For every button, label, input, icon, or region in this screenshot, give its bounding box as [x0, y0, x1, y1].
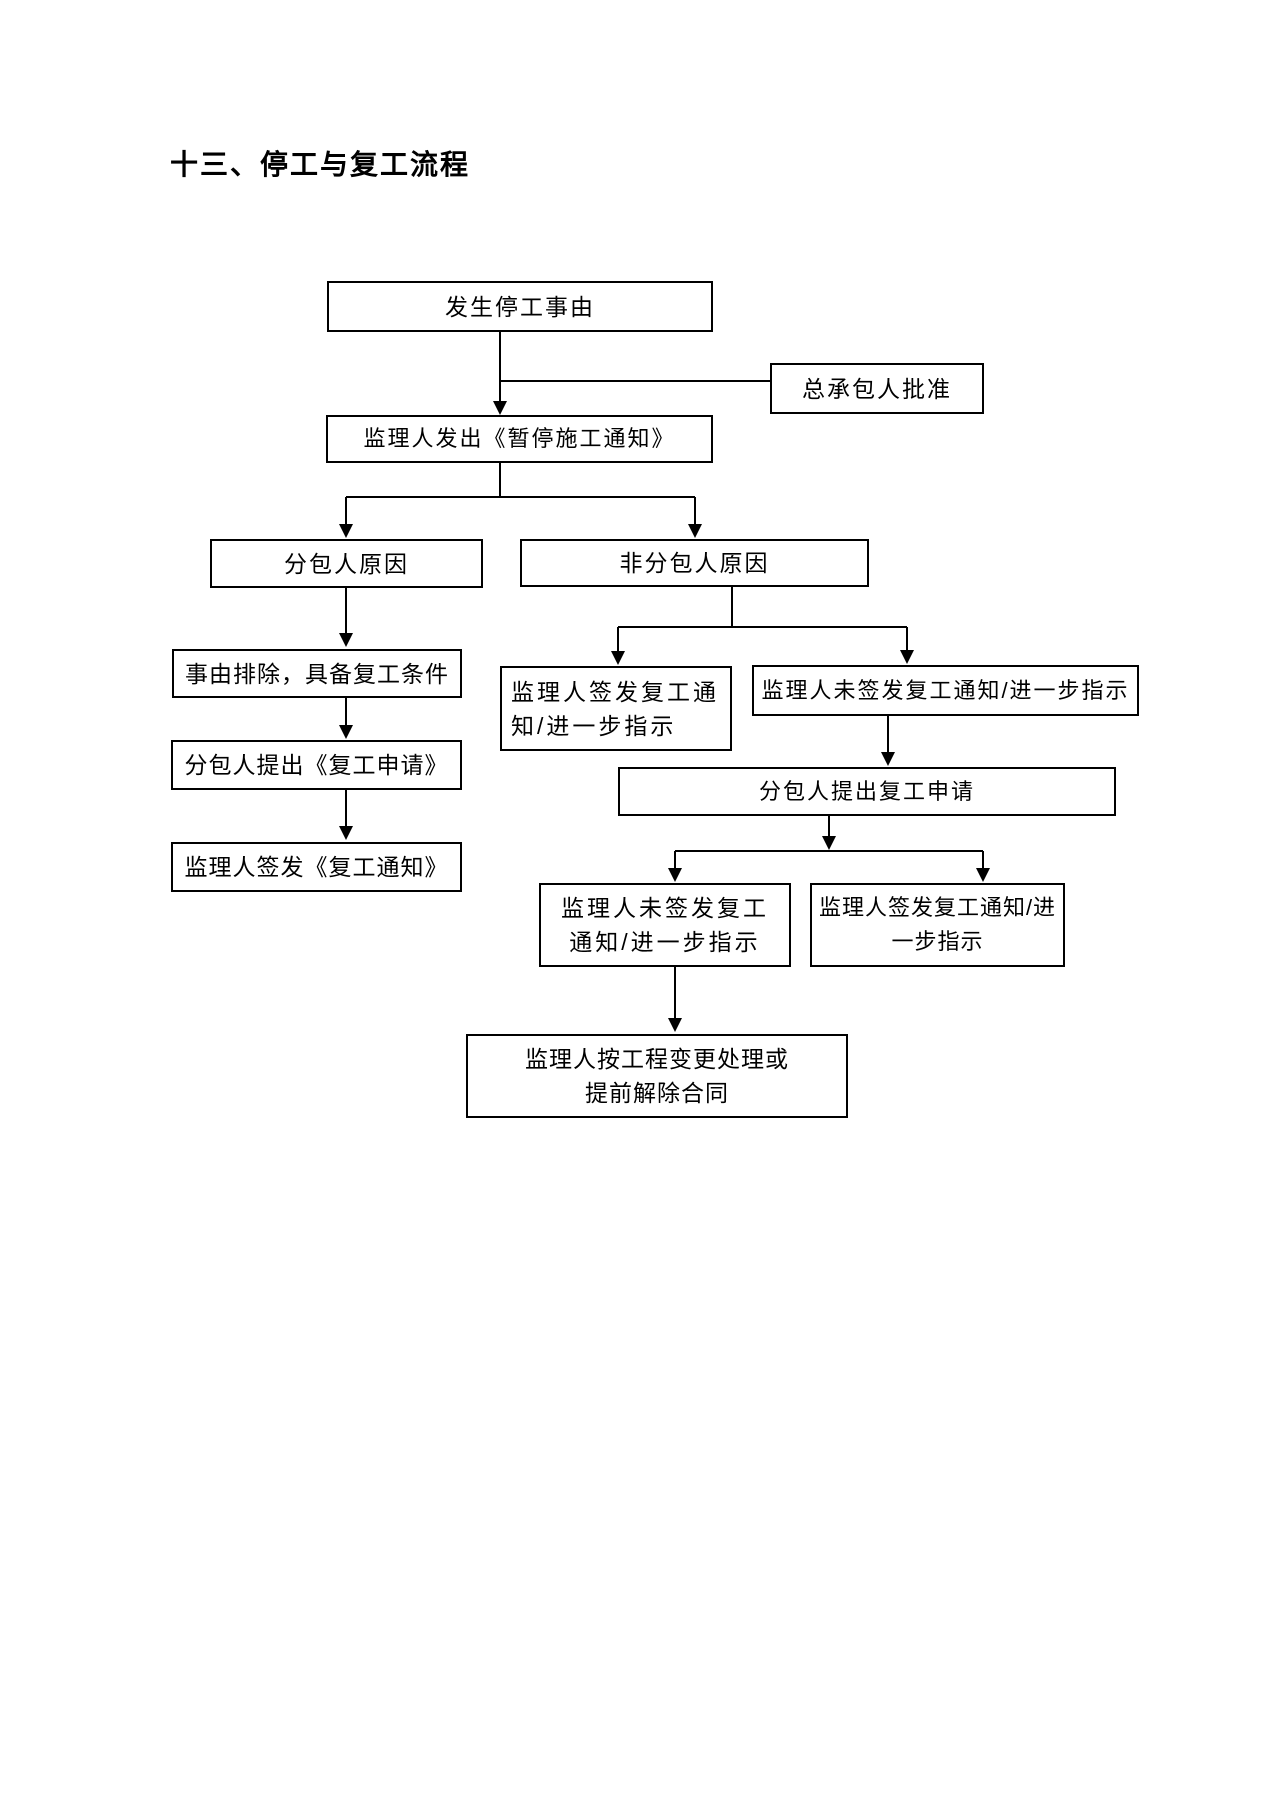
flow-node-cause-resolved: 事由排除，具备复工条件	[172, 649, 462, 698]
flow-node-supervisor-not-signed-a: 监理人未签发复工通知/进一步指示	[752, 665, 1139, 716]
flow-node-subcontractor-applies-quoted: 分包人提出《复工申请》	[171, 740, 462, 790]
flow-node-stoppage-event: 发生停工事由	[327, 281, 713, 332]
flow-node-suspension-notice: 监理人发出《暂停施工通知》	[326, 415, 713, 463]
flow-node-change-or-terminate: 监理人按工程变更处理或 提前解除合同	[466, 1034, 848, 1118]
flow-node-subcontractor-cause: 分包人原因	[210, 539, 483, 588]
flow-node-supervisor-signs-resumption-b: 监理人签发复工通知/进 一步指示	[810, 883, 1065, 967]
section-title: 十三、停工与复工流程	[170, 149, 471, 180]
flow-node-non-subcontractor-cause: 非分包人原因	[520, 539, 869, 587]
flow-node-supervisor-signs-resumption-a: 监理人签发复工通 知/进一步指示	[500, 666, 732, 751]
flow-node-supervisor-not-signed-b: 监理人未签发复工 通知/进一步指示	[539, 883, 791, 967]
flow-node-supervisor-signs-quoted: 监理人签发《复工通知》	[171, 842, 462, 892]
flow-node-subcontractor-applies: 分包人提出复工申请	[618, 767, 1116, 816]
flow-node-general-contractor-approval: 总承包人批准	[770, 363, 984, 414]
